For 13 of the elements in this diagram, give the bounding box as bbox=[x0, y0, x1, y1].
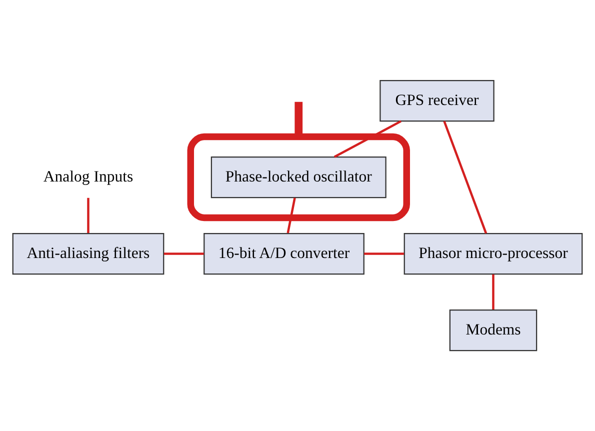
connector bbox=[364, 252, 404, 255]
node-box: GPS receiver bbox=[380, 80, 494, 122]
connector bbox=[87, 198, 90, 233]
cluster bbox=[187, 133, 410, 222]
node-box: Phase-locked oscillator bbox=[210, 156, 386, 198]
connector bbox=[492, 274, 494, 310]
node-text: Analog Inputs bbox=[43, 168, 134, 186]
node-box: Anti-aliasing filters bbox=[12, 232, 164, 275]
node-box: Modems bbox=[449, 309, 538, 352]
node-box: 16-bit A/D converter bbox=[204, 232, 364, 275]
node-box: Phasor micro-processor bbox=[404, 232, 583, 275]
connector bbox=[443, 120, 488, 234]
connector bbox=[164, 252, 204, 255]
